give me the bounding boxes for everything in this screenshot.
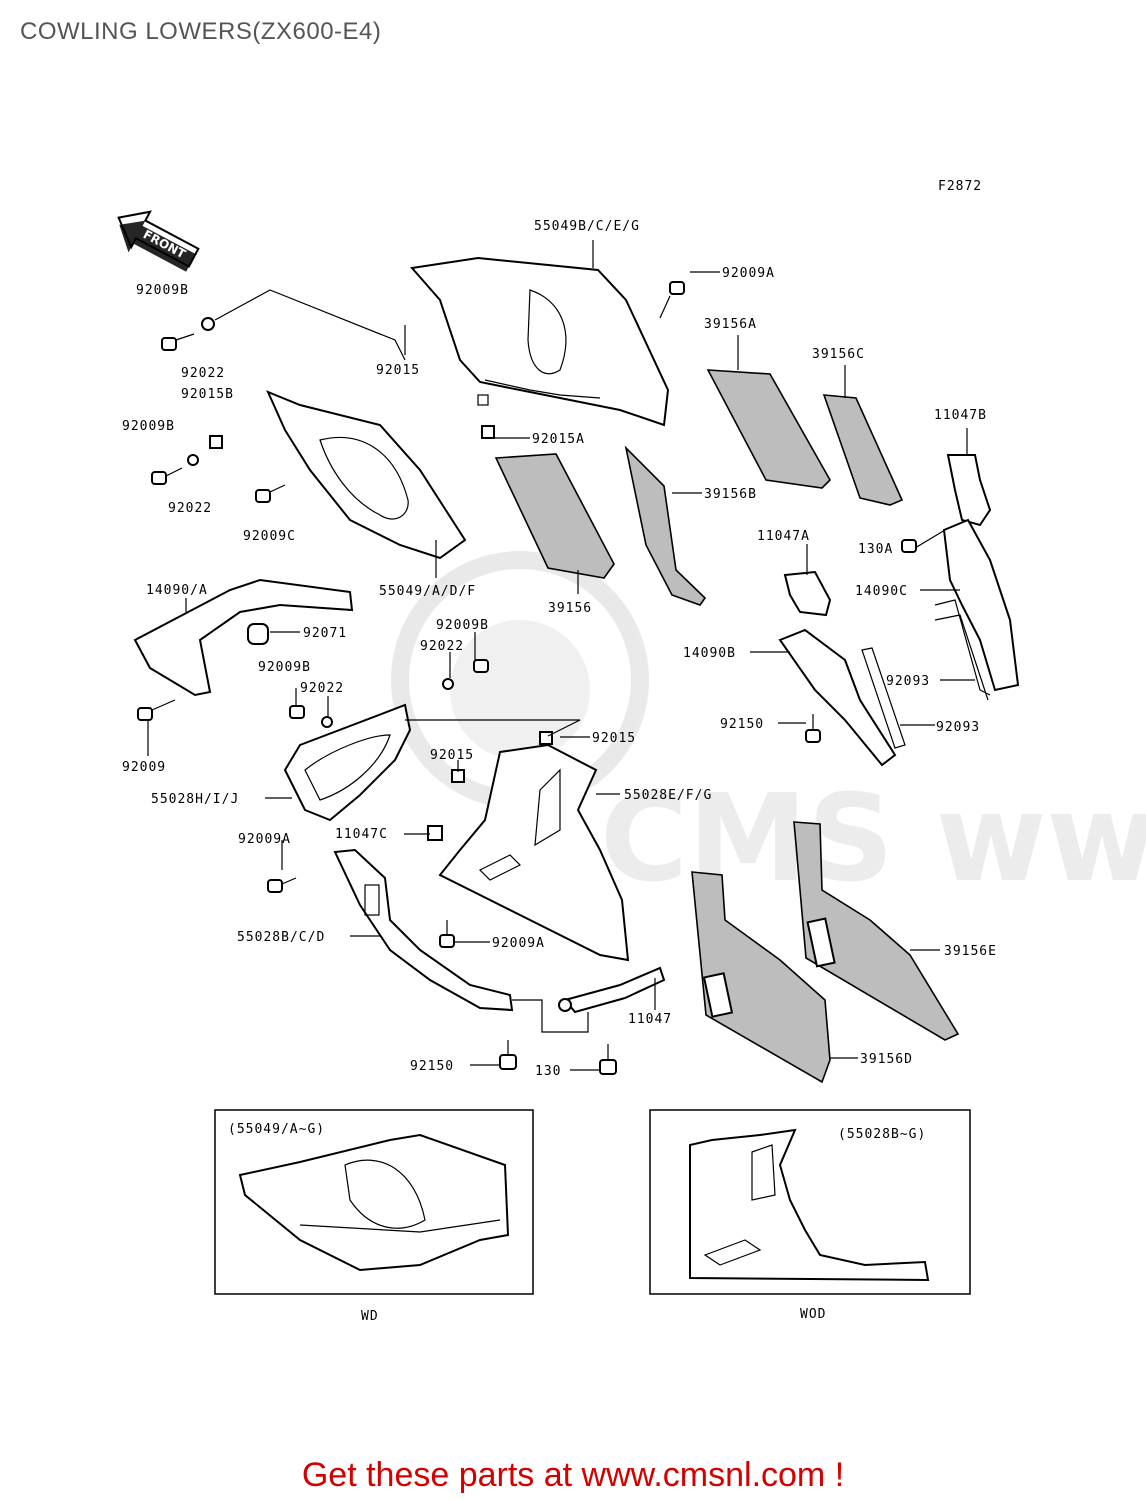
label-130A: 130A (858, 542, 893, 557)
label-92009B-2: 92009B (122, 419, 175, 434)
watermark-text: CMS www.cmsnl.com (600, 770, 1146, 909)
label-11047: 11047 (628, 1012, 672, 1027)
page-title: COWLING LOWERS(ZX600-E4) (20, 18, 382, 45)
inset-right-caption: (55028B~G) (838, 1127, 926, 1142)
label-11047B: 11047B (934, 408, 987, 423)
duct-14090A (133, 578, 354, 697)
label-92022-2: 92022 (168, 501, 212, 516)
cowl-inner-55028H (283, 703, 412, 822)
bracket-11047 (563, 966, 666, 1014)
panel-39156B (624, 445, 707, 606)
inset-left-caption: (55049/A~G) (228, 1122, 325, 1137)
inset-right-sublabel: WOD (800, 1307, 826, 1322)
label-92150-1: 92150 (720, 717, 764, 732)
label-92015B: 92015B (181, 387, 234, 402)
duct-14090B (778, 628, 897, 767)
label-55028BCD: 55028B/C/D (237, 930, 325, 945)
label-92093-1: 92093 (886, 674, 930, 689)
label-92009A-2: 92009A (238, 832, 291, 847)
inset-right: (55028B~G) WOD (649, 1109, 971, 1322)
label-55049BCEG: 55049B/C/E/G (534, 219, 640, 234)
label-92150-2: 92150 (410, 1059, 454, 1074)
label-55028EFG: 55028E/F/G (624, 788, 712, 803)
label-92022-4: 92022 (300, 681, 344, 696)
watermark-logo: CMS www.cmsnl.com (391, 551, 1146, 909)
label-39156A: 39156A (704, 317, 757, 332)
leader-lines (147, 240, 975, 1071)
inset-left: (55049/A~G) WD (214, 1109, 534, 1324)
label-39156D: 39156D (860, 1052, 913, 1067)
panel-39156C (822, 394, 904, 506)
label-55049ADF: 55049/A/D/F (379, 584, 476, 599)
label-130: 130 (535, 1064, 561, 1079)
label-92009B-1: 92009B (136, 283, 189, 298)
front-arrow-icon: FRONT (117, 210, 200, 272)
cowl-lower-55049 (266, 390, 467, 560)
panel-39156 (494, 453, 615, 579)
label-39156E: 39156E (944, 944, 997, 959)
panel-39156D (691, 871, 831, 1084)
inset-left-sublabel: WD (361, 1309, 379, 1324)
label-39156C: 39156C (812, 347, 865, 362)
fasteners (137, 281, 917, 1075)
label-11047A: 11047A (757, 529, 810, 544)
label-14090B: 14090B (683, 646, 736, 661)
label-92022-1: 92022 (181, 366, 225, 381)
cowl-upper-55049B (410, 256, 670, 427)
panel-39156A (706, 369, 831, 489)
label-92015-2: 92015 (592, 731, 636, 746)
label-92015: 92015 (376, 363, 420, 378)
label-92071: 92071 (303, 626, 347, 641)
label-92009A-top: 92009A (722, 266, 775, 281)
label-92009C: 92009C (243, 529, 296, 544)
label-39156: 39156 (548, 601, 592, 616)
label-92015-3: 92015 (430, 748, 474, 763)
figure-code: F2872 (938, 179, 982, 194)
label-39156B: 39156B (704, 487, 757, 502)
label-92009B-4: 92009B (258, 660, 311, 675)
bracket-11047A (783, 570, 832, 617)
label-92093-2: 92093 (936, 720, 980, 735)
label-55028HIJ: 55028H/I/J (151, 792, 239, 807)
label-14090A: 14090/A (146, 583, 208, 598)
cowl-55028EFG (438, 743, 630, 962)
panel-39156E (793, 821, 960, 1041)
label-92009-left: 92009 (122, 760, 166, 775)
label-11047C: 11047C (335, 827, 388, 842)
footer-link[interactable]: Get these parts at www.cmsnl.com ! (301, 1456, 845, 1494)
label-92009B-3: 92009B (436, 618, 489, 633)
label-92015A: 92015A (532, 432, 585, 447)
label-92022-3: 92022 (420, 639, 464, 654)
duct-14090C (942, 518, 1020, 692)
label-92009A-3: 92009A (492, 936, 545, 951)
label-14090C: 14090C (855, 584, 908, 599)
bracket-11047B (946, 454, 992, 527)
